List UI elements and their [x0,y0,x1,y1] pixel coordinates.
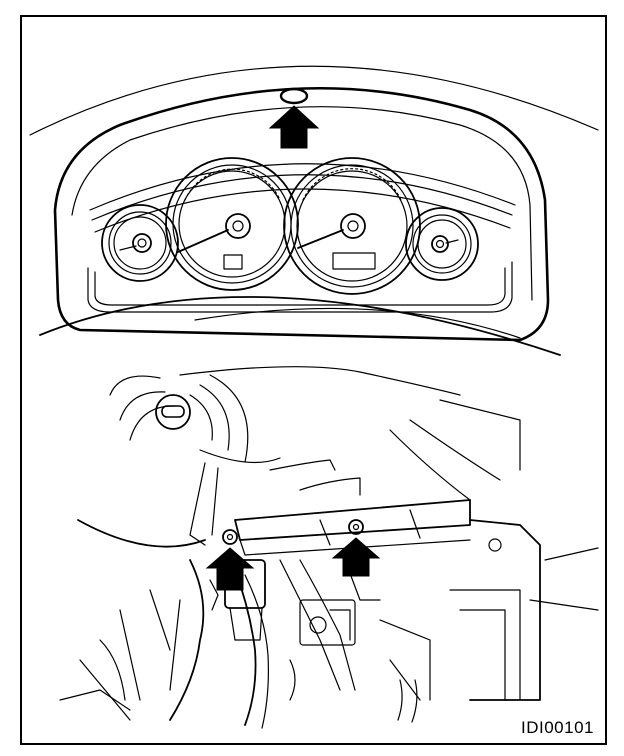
cluster-top-clip [279,87,309,105]
lower-left-screw [222,529,238,545]
right-small-gauge [405,207,479,281]
top-arrow [268,105,320,149]
figure-id-label: IDI00101 [521,718,594,737]
tachometer-gauge [283,157,421,295]
right-arrow [331,537,381,577]
left-small-gauge [101,204,179,282]
ignition-cylinder [109,374,281,464]
speedometer-gauge [165,157,299,291]
steering-column-area [59,366,599,729]
instrument-cluster [29,65,599,356]
lower-right-screw [348,519,364,535]
left-arrow [205,547,255,591]
figure-border [20,15,607,745]
